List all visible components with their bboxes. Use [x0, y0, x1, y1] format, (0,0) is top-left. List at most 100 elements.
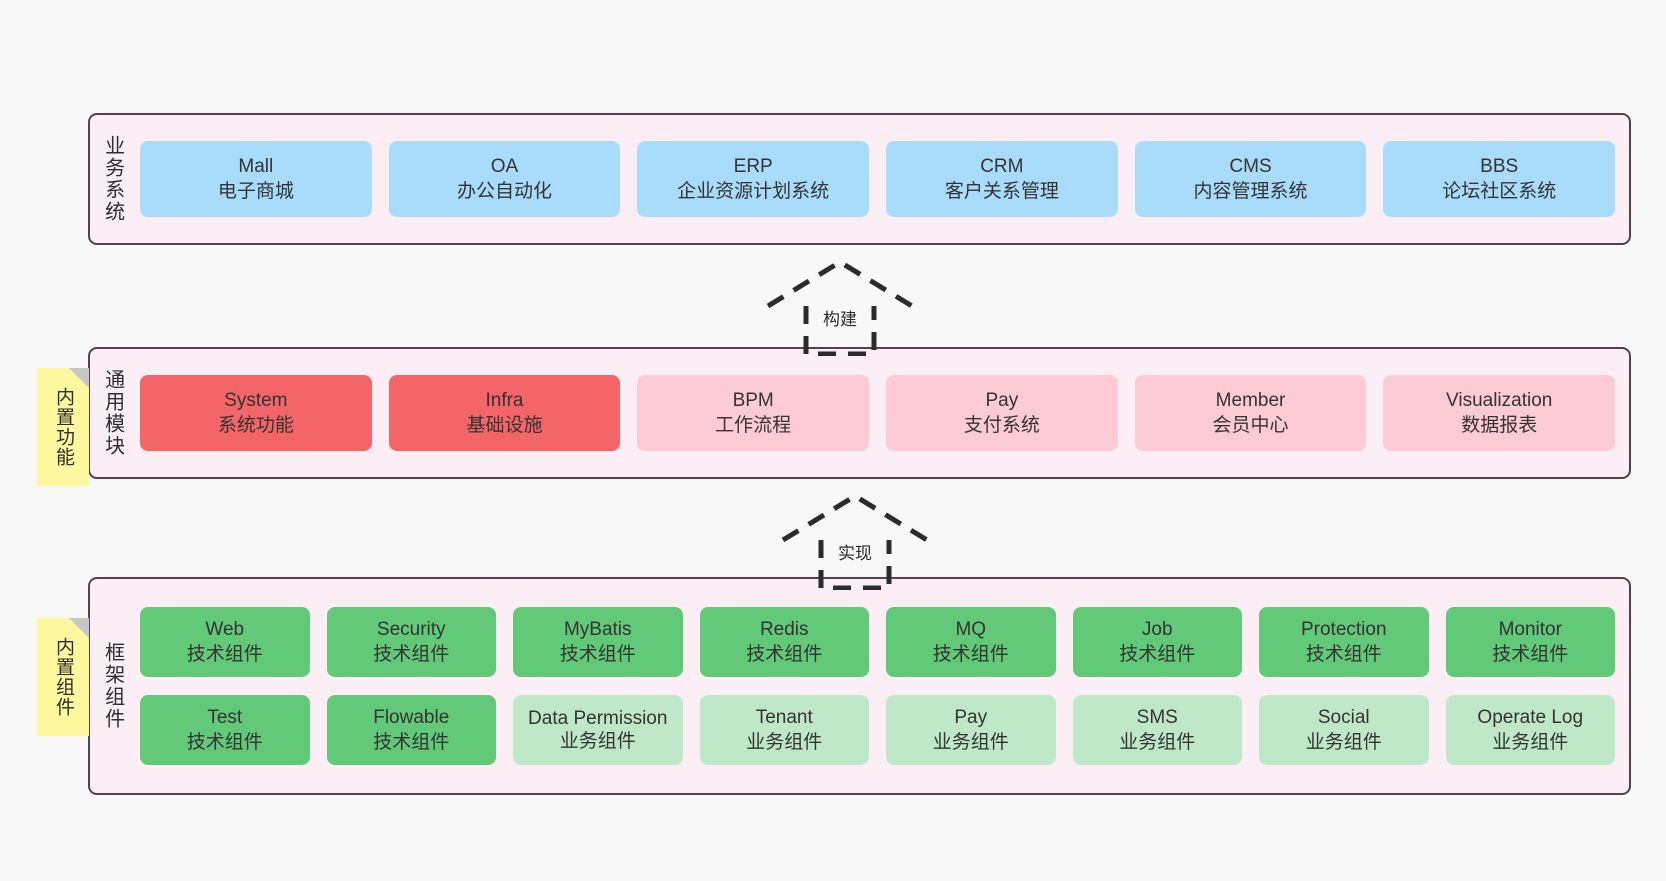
card-subtitle: 客户关系管理 — [944, 181, 1059, 202]
note-fold-corner-icon — [69, 618, 89, 638]
arrow-head-open-triangle — [766, 259, 914, 309]
card-subtitle: 内容管理系统 — [1193, 181, 1308, 202]
card-infra[interactable]: Infra 基础设施 — [388, 375, 621, 451]
card-subtitle: 技术组件 — [1119, 644, 1196, 665]
card-title: Security — [376, 618, 446, 640]
card-mq[interactable]: MQ 技术组件 — [886, 607, 1056, 677]
card-title: Protection — [1300, 618, 1387, 640]
card-title: Member — [1215, 389, 1286, 411]
layer-framework-component: 框架组件 Web 技术组件 Security 技术组件 MyBatis 技术组件… — [88, 577, 1631, 795]
card-subtitle: 技术组件 — [932, 644, 1009, 665]
card-subtitle: 工作流程 — [715, 415, 792, 436]
note-label: 内置功能 — [53, 387, 75, 467]
card-web[interactable]: Web 技术组件 — [140, 607, 310, 677]
card-subtitle: 业务组件 — [559, 731, 636, 752]
arrow-head-open-triangle — [781, 493, 929, 543]
card-title: BBS — [1480, 155, 1519, 177]
card-mybatis[interactable]: MyBatis 技术组件 — [513, 607, 683, 677]
card-mall[interactable]: Mall 电子商城 — [140, 141, 372, 217]
card-subtitle: 技术组件 — [373, 732, 450, 753]
arrow-stem-dashed — [818, 540, 892, 590]
card-redis[interactable]: Redis 技术组件 — [699, 607, 869, 677]
card-subtitle: 技术组件 — [186, 732, 263, 753]
layer-title-business-system: 业务系统 — [101, 135, 124, 223]
card-title: OA — [490, 155, 519, 177]
card-subtitle: 系统功能 — [217, 415, 294, 436]
card-system[interactable]: System 系统功能 — [140, 375, 372, 451]
card-tenant[interactable]: Tenant 业务组件 — [699, 695, 869, 765]
layer-body-business-system: Mall 电子商城 OA 办公自动化 ERP 企业资源计划系统 CRM 客户关系… — [134, 115, 1629, 243]
card-subtitle: 技术组件 — [1305, 644, 1382, 665]
card-cms[interactable]: CMS 内容管理系统 — [1134, 141, 1367, 217]
card-member[interactable]: Member 会员中心 — [1134, 375, 1367, 451]
layer-body-framework-component: Web 技术组件 Security 技术组件 MyBatis 技术组件 Redi… — [134, 579, 1629, 793]
card-title: MQ — [955, 618, 987, 640]
card-pay-module[interactable]: Pay 支付系统 — [886, 375, 1118, 451]
card-flowable[interactable]: Flowable 技术组件 — [326, 695, 496, 765]
card-title: Tenant — [755, 706, 813, 728]
card-job[interactable]: Job 技术组件 — [1072, 607, 1242, 677]
card-visualization[interactable]: Visualization 数据报表 — [1383, 375, 1616, 451]
card-sms[interactable]: SMS 业务组件 — [1072, 695, 1242, 765]
card-subtitle: 支付系统 — [963, 415, 1040, 436]
card-protection[interactable]: Protection 技术组件 — [1259, 607, 1429, 677]
card-erp[interactable]: ERP 企业资源计划系统 — [637, 141, 870, 217]
note-label: 内置组件 — [53, 637, 75, 717]
note-fold-corner-icon — [69, 368, 89, 388]
card-subtitle: 业务组件 — [1119, 732, 1196, 753]
card-title: BPM — [732, 389, 774, 411]
layer-title-common-module: 通用模块 — [101, 369, 124, 457]
card-title: CRM — [980, 155, 1024, 177]
card-title: Visualization — [1446, 389, 1553, 411]
card-subtitle: 办公自动化 — [457, 181, 553, 202]
card-subtitle: 电子商城 — [217, 181, 294, 202]
card-subtitle: 业务组件 — [932, 732, 1009, 753]
card-title: Test — [207, 706, 243, 728]
card-subtitle: 企业资源计划系统 — [677, 181, 830, 202]
card-subtitle: 数据报表 — [1461, 415, 1538, 436]
card-title: Redis — [759, 618, 809, 640]
card-title: Data Permission — [528, 707, 668, 729]
card-title: System — [224, 389, 288, 411]
card-title: MyBatis — [563, 618, 632, 640]
card-subtitle: 技术组件 — [186, 644, 263, 665]
card-title: Flowable — [373, 706, 450, 728]
card-title: Web — [205, 618, 245, 640]
card-title: Pay — [954, 706, 988, 728]
card-subtitle: 业务组件 — [1492, 732, 1569, 753]
layer-common-module: 通用模块 System 系统功能 Infra 基础设施 BPM 工作流程 Pay… — [88, 347, 1631, 479]
layer-body-common-module: System 系统功能 Infra 基础设施 BPM 工作流程 Pay 支付系统… — [134, 349, 1629, 477]
card-title: Operate Log — [1477, 706, 1584, 728]
layer-title-framework-component: 框架组件 — [101, 642, 124, 730]
connector-build: 构建 — [760, 258, 920, 356]
card-test[interactable]: Test 技术组件 — [140, 695, 310, 765]
note-builtin-function: 内置功能 — [37, 368, 89, 486]
note-builtin-component: 内置组件 — [37, 618, 89, 736]
card-title: Monitor — [1498, 618, 1562, 640]
card-crm[interactable]: CRM 客户关系管理 — [886, 141, 1118, 217]
card-subtitle: 技术组件 — [559, 644, 636, 665]
card-title: Mall — [238, 155, 274, 177]
card-subtitle: 基础设施 — [466, 415, 543, 436]
card-row: Web 技术组件 Security 技术组件 MyBatis 技术组件 Redi… — [140, 607, 1615, 677]
card-row: Mall 电子商城 OA 办公自动化 ERP 企业资源计划系统 CRM 客户关系… — [140, 141, 1616, 217]
card-row: Test 技术组件 Flowable 技术组件 Data Permission … — [140, 695, 1615, 765]
card-title: Job — [1141, 618, 1173, 640]
card-social[interactable]: Social 业务组件 — [1259, 695, 1429, 765]
card-data-permission[interactable]: Data Permission 业务组件 — [513, 695, 683, 765]
card-subtitle: 技术组件 — [1492, 644, 1569, 665]
layer-business-system: 业务系统 Mall 电子商城 OA 办公自动化 ERP 企业资源计划系统 CRM… — [88, 113, 1631, 245]
card-monitor[interactable]: Monitor 技术组件 — [1445, 607, 1615, 677]
card-title: Infra — [485, 389, 524, 411]
card-title: Social — [1317, 706, 1370, 728]
card-oa[interactable]: OA 办公自动化 — [388, 141, 621, 217]
card-security[interactable]: Security 技术组件 — [326, 607, 496, 677]
card-operate-log[interactable]: Operate Log 业务组件 — [1445, 695, 1615, 765]
card-bpm[interactable]: BPM 工作流程 — [637, 375, 870, 451]
card-pay-component[interactable]: Pay 业务组件 — [886, 695, 1056, 765]
card-bbs[interactable]: BBS 论坛社区系统 — [1383, 141, 1616, 217]
connector-implement: 实现 — [775, 492, 935, 590]
card-subtitle: 技术组件 — [373, 644, 450, 665]
card-title: SMS — [1136, 706, 1178, 728]
